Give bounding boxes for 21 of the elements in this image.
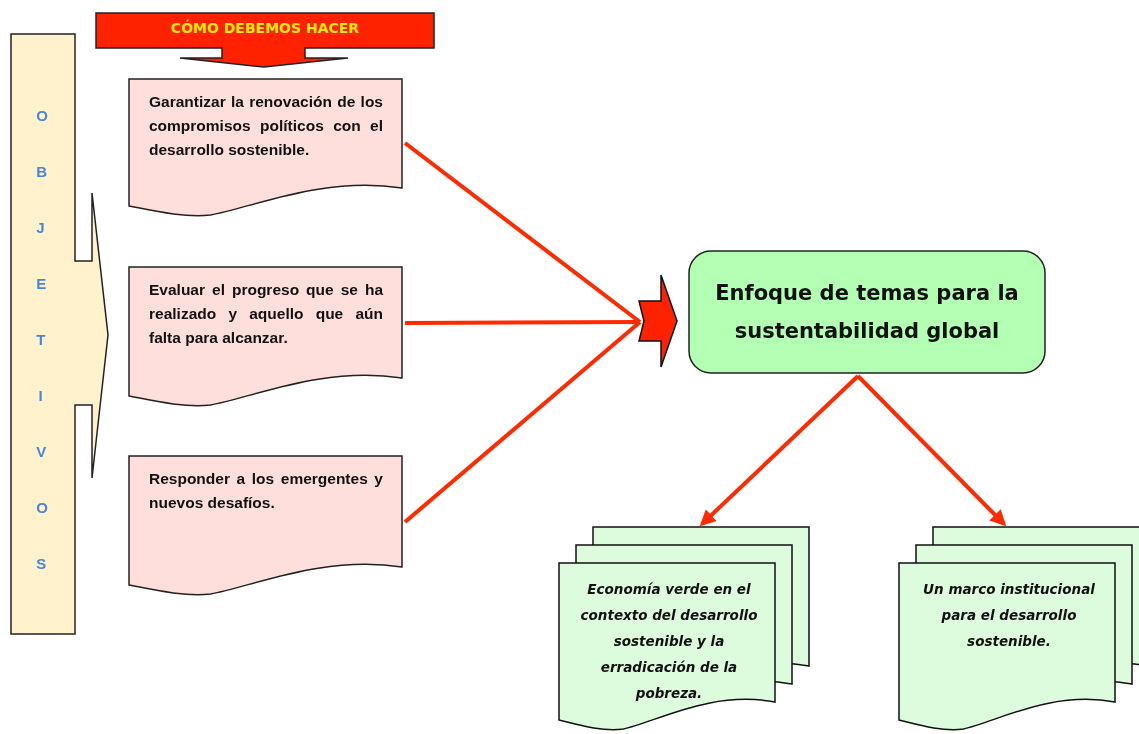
stacked-documents <box>558 526 810 732</box>
notched-arrow <box>636 274 678 368</box>
connector-line <box>403 141 642 324</box>
document-text: Garantizar la renovación de los compromisos políticos con el desarrollo sostenible. <box>149 92 383 160</box>
connector-line <box>699 374 860 527</box>
down-arrow-banner <box>95 12 435 68</box>
document-text: Un marco institucional para el desarrollo sostenible. <box>922 580 1096 651</box>
topic-heading: Enfoque de temas para la sustentabilidad global <box>714 280 1020 345</box>
document-shape <box>128 78 403 218</box>
document-text: Evaluar el progreso que se ha realizado y aquello que aún falta para alcanzar. <box>149 280 383 348</box>
connector-line <box>403 320 642 524</box>
document-text: Responder a los emergentes y nuevos desafíos. <box>149 469 383 513</box>
objectives-callout <box>8 33 110 636</box>
stacked-documents <box>898 526 1138 732</box>
document-shape <box>128 266 403 408</box>
connector-line <box>405 320 640 325</box>
document-text: Economía verde en el contexto del desarrollo sostenible y la erradicación de la pobreza. <box>579 580 759 703</box>
document-shape <box>128 455 403 597</box>
banner-heading: CÓMO DEBEMOS HACER <box>169 20 361 36</box>
rounded-box <box>688 250 1046 374</box>
connector-line <box>856 374 1007 527</box>
